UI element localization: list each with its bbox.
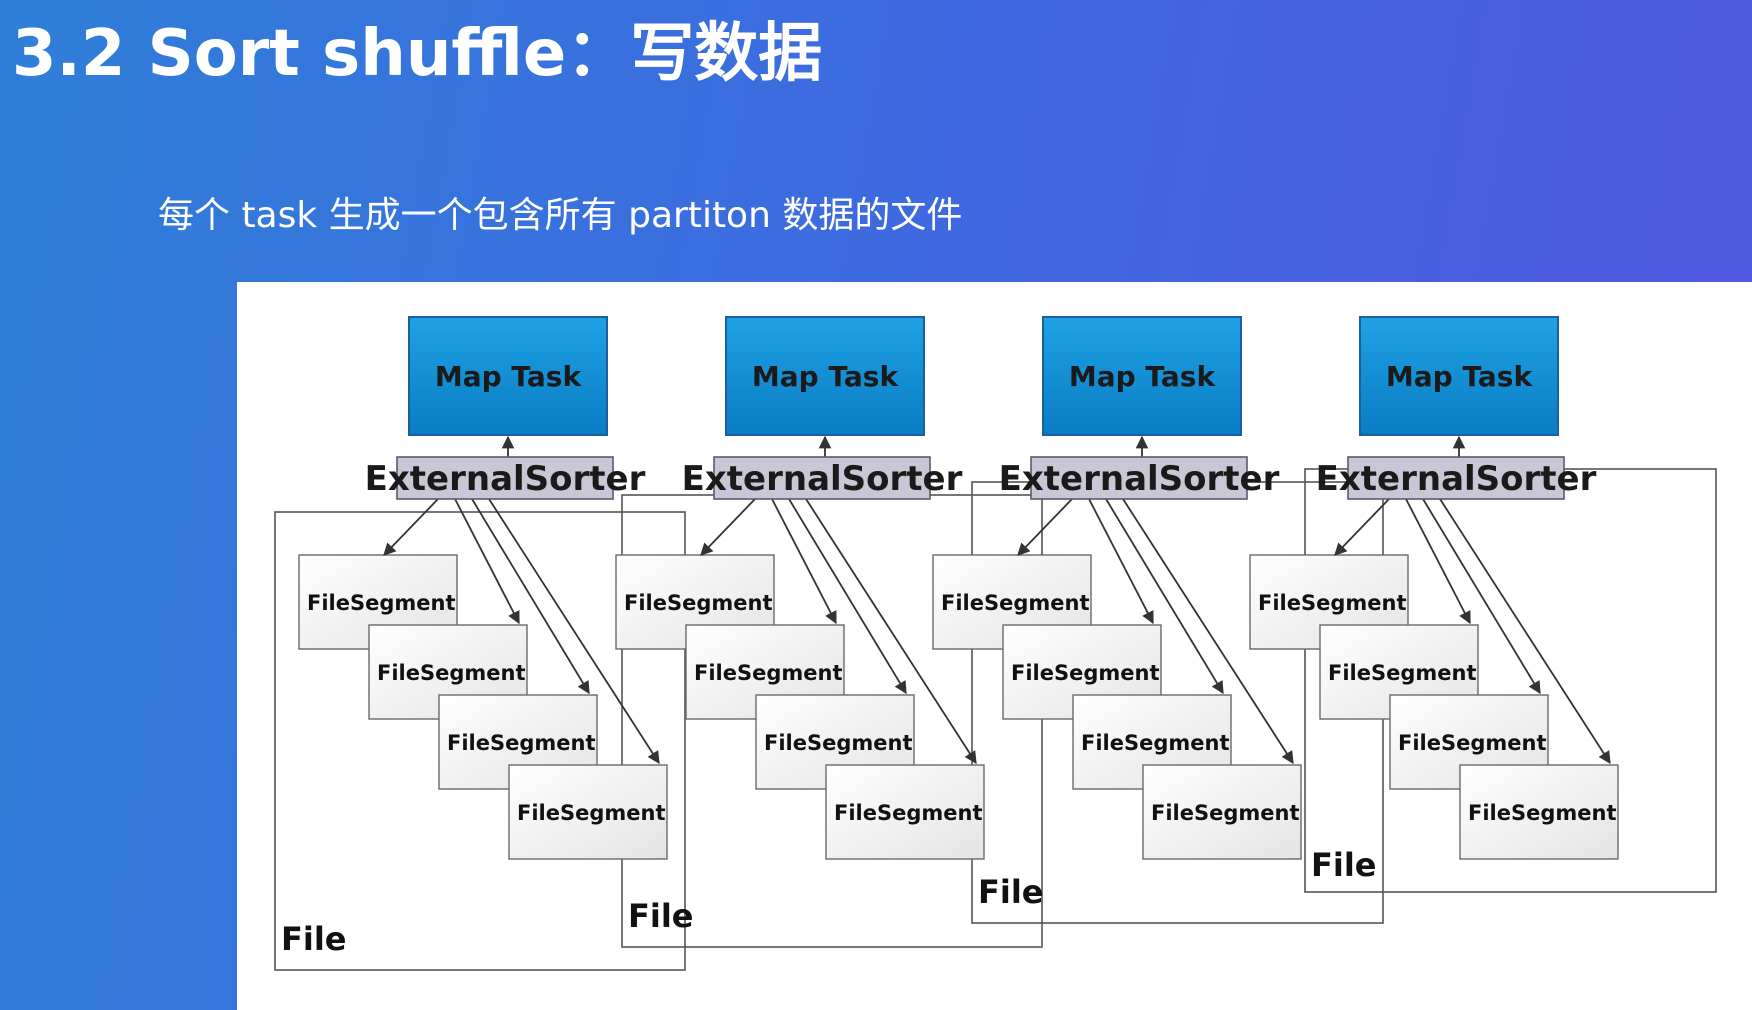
external-sorter-box: [396, 456, 614, 500]
map-task-box: [1042, 316, 1242, 436]
external-sorter-label: ExternalSorter: [1316, 459, 1597, 499]
map-task-label: Map Task: [1069, 360, 1217, 393]
external-sorter-label: ExternalSorter: [365, 459, 646, 499]
file-segment-label: FileSegment: [517, 801, 666, 825]
file-segment-label: FileSegment: [764, 731, 913, 755]
sorter-to-segment-arrow: [771, 498, 837, 625]
sorter-to-segment-arrow: [700, 498, 756, 556]
external-sorter-box: [1347, 456, 1565, 500]
sorter-to-segment-arrow: [1439, 498, 1611, 765]
sorter-to-segment-arrow: [1105, 498, 1224, 695]
external-sorter-label: ExternalSorter: [999, 459, 1280, 499]
file-segment-label: FileSegment: [834, 801, 983, 825]
sort-shuffle-diagram: FileSegmentFileSegmentFileSegmentFileSeg…: [274, 316, 1717, 971]
sorter-to-segment-arrow: [488, 498, 660, 765]
map-task-label: Map Task: [752, 360, 900, 393]
file-label: File: [281, 920, 347, 958]
sorter-to-segment-arrow: [1405, 498, 1471, 625]
slide-subtitle: 每个 task 生成一个包含所有 partiton 数据的文件: [158, 195, 963, 236]
file-segment-label: FileSegment: [1011, 661, 1160, 685]
sorter-to-segment-arrow: [1122, 498, 1294, 765]
sorter-to-segment-arrow: [383, 498, 439, 556]
sorter-to-segment-arrow: [1088, 498, 1154, 625]
sorter-to-segment-arrow: [1017, 498, 1073, 556]
file-segment-box: [1459, 764, 1619, 860]
file-label: File: [1311, 846, 1377, 884]
file-segment-box: [508, 764, 668, 860]
file-segment-label: FileSegment: [1398, 731, 1547, 755]
file-segment-label: FileSegment: [307, 591, 456, 615]
sorter-to-segment-arrow: [1422, 498, 1541, 695]
sorter-to-segment-arrow: [805, 498, 977, 765]
file-label: File: [978, 873, 1044, 911]
external-sorter-label: ExternalSorter: [682, 459, 963, 499]
file-segment-label: FileSegment: [1328, 661, 1477, 685]
file-segment-label: FileSegment: [694, 661, 843, 685]
file-segment-label: FileSegment: [1258, 591, 1407, 615]
file-segment-label: FileSegment: [377, 661, 526, 685]
map-task-box: [1359, 316, 1559, 436]
sorter-to-segment-arrow: [454, 498, 520, 625]
file-segment-label: FileSegment: [1468, 801, 1617, 825]
map-task-label: Map Task: [1386, 360, 1534, 393]
file-segment-box: [1142, 764, 1302, 860]
external-sorter-box: [713, 456, 931, 500]
map-task-box: [725, 316, 925, 436]
sorter-to-segment-arrow: [788, 498, 907, 695]
file-segment-label: FileSegment: [447, 731, 596, 755]
slide-title: 3.2 Sort shuffle：写数据: [12, 17, 823, 91]
file-segment-label: FileSegment: [624, 591, 773, 615]
file-label: File: [628, 897, 694, 935]
sorter-to-segment-arrow: [1334, 498, 1390, 556]
external-sorter-box: [1030, 456, 1248, 500]
map-task-box: [408, 316, 608, 436]
file-segment-box: [825, 764, 985, 860]
file-segment-label: FileSegment: [1081, 731, 1230, 755]
file-segment-label: FileSegment: [1151, 801, 1300, 825]
sorter-to-segment-arrow: [471, 498, 590, 695]
file-segment-label: FileSegment: [941, 591, 1090, 615]
map-task-label: Map Task: [435, 360, 583, 393]
